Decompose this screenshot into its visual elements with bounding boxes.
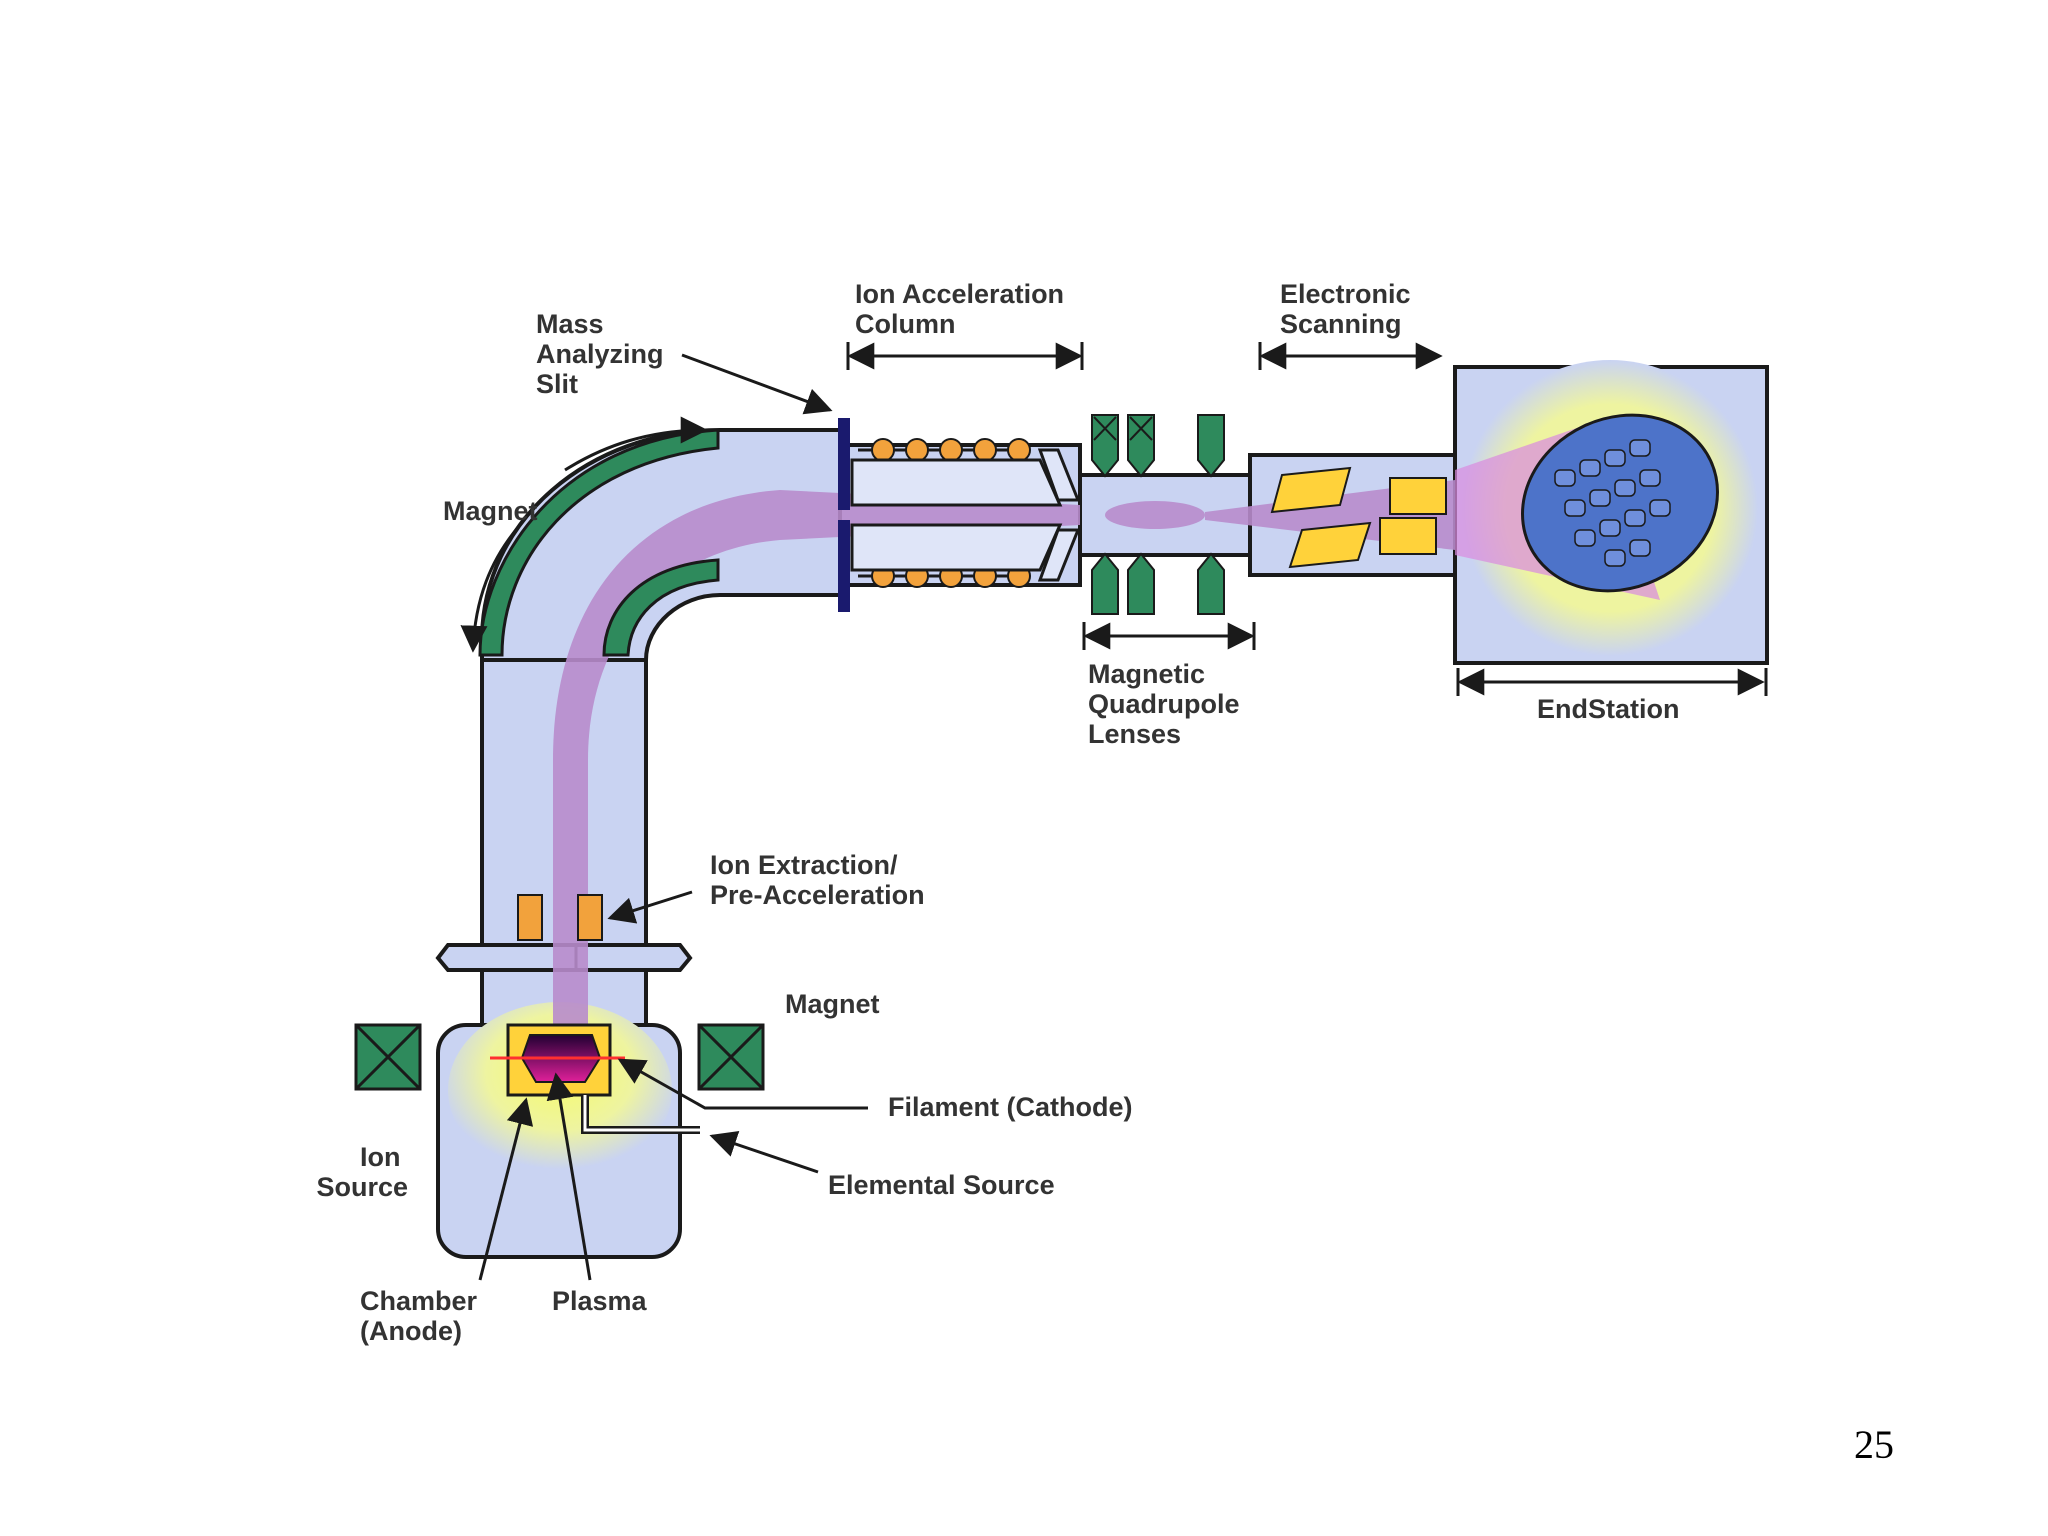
label-chamber: Chamber (Anode) — [360, 1286, 485, 1346]
extraction-plates — [517, 894, 603, 941]
bending-magnet — [478, 428, 720, 657]
label-mass-analyzing-slit: Mass Analyzing Slit — [536, 309, 671, 399]
wafer-holder — [1521, 413, 1719, 593]
acceleration-electrodes — [850, 448, 1081, 582]
label-endstation: EndStation — [1537, 694, 1680, 724]
mass-analyzing-slit — [838, 418, 850, 612]
label-ion-source: Ion Source — [316, 1142, 408, 1202]
page-number: 25 — [1854, 1422, 1894, 1467]
source-core — [490, 1023, 700, 1134]
label-ion-extraction: Ion Extraction/ Pre-Acceleration — [710, 850, 925, 910]
labels: Mass Analyzing Slit Ion Acceleration Col… — [316, 279, 1679, 1346]
label-electronic-scanning: Electronic Scanning — [1280, 279, 1418, 339]
label-magnetic-quadrupole-lenses: Magnetic Quadrupole Lenses — [1088, 659, 1247, 749]
label-magnet-top: Magnet — [443, 496, 538, 526]
label-elemental-source: Elemental Source — [828, 1170, 1055, 1200]
label-filament: Filament (Cathode) — [888, 1092, 1133, 1122]
label-ion-acceleration-column: Ion Acceleration Column — [855, 279, 1072, 339]
source-magnets — [354, 1023, 765, 1091]
label-plasma: Plasma — [552, 1286, 648, 1316]
label-magnet-bottom: Magnet — [785, 989, 880, 1019]
scanning-plates — [1270, 466, 1447, 569]
quadrupole-lenses — [1091, 414, 1225, 615]
leader-lines — [460, 342, 1768, 1281]
